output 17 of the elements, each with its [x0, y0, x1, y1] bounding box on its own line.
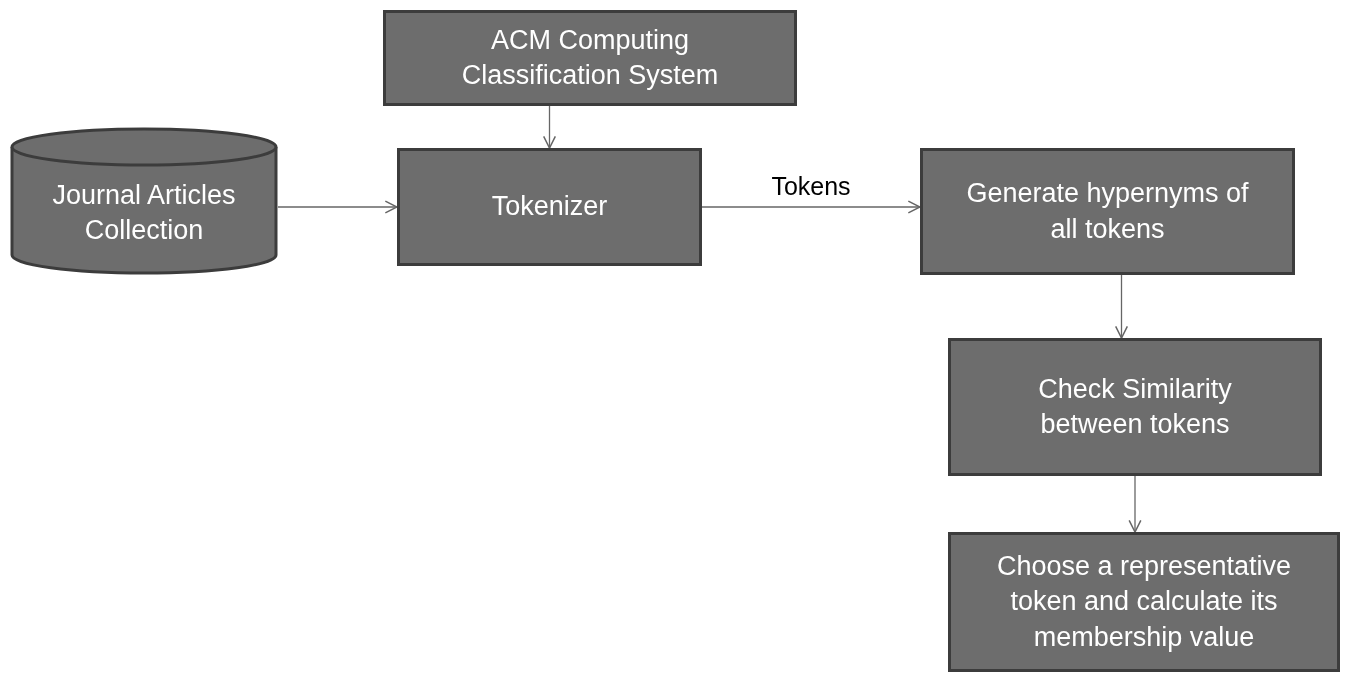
process-box	[397, 148, 702, 266]
node-text: Check Similarity between tokens	[1037, 372, 1233, 441]
database-cylinder	[10, 127, 278, 275]
arrow	[277, 200, 398, 214]
node-text: Tokenizer	[490, 190, 609, 224]
arrow	[1114, 274, 1129, 339]
node-text: ACM Computing Classification System	[460, 23, 720, 92]
process-box	[948, 338, 1322, 476]
arrow	[542, 105, 557, 149]
arrow	[1128, 475, 1142, 533]
node-text: Choose a representative token and calculate its membership value	[995, 550, 1293, 654]
arrow	[701, 200, 921, 214]
node-text: Journal Articles Collection	[51, 178, 237, 247]
process-box	[948, 532, 1340, 672]
process-box	[920, 148, 1295, 275]
process-box	[383, 10, 797, 106]
node-text: Generate hypernyms of all tokens	[965, 177, 1250, 246]
